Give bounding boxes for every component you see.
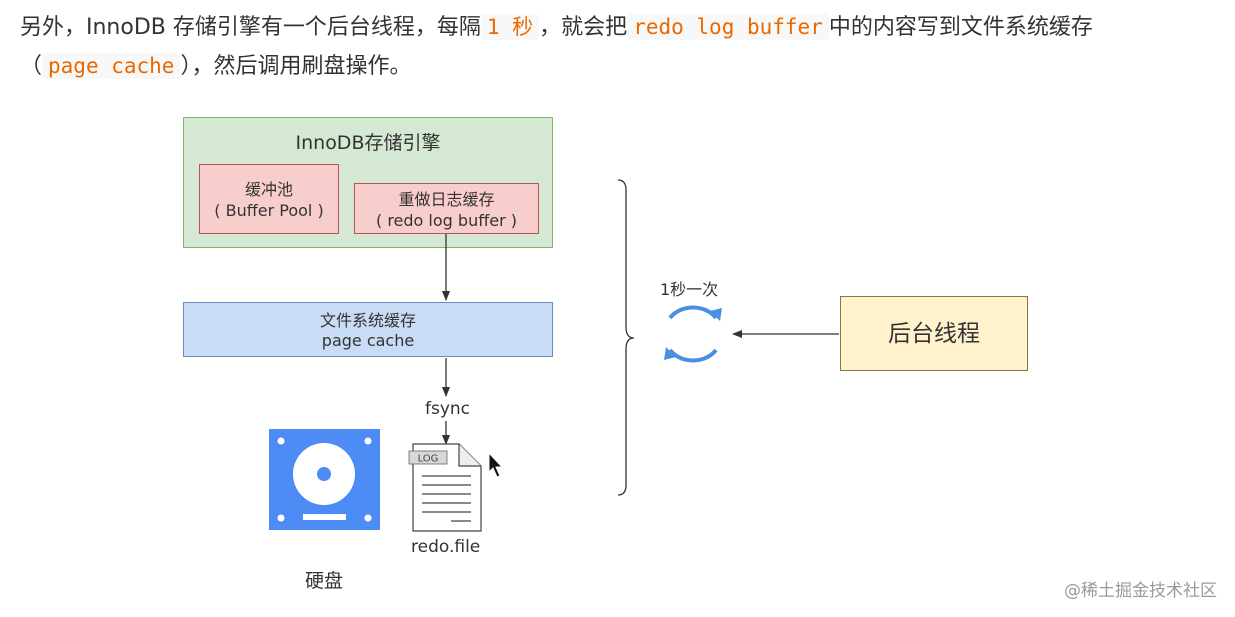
code-interval: 1 秒 <box>480 14 540 40</box>
intro-text-3: 中的内容写到文件系统缓存 <box>828 15 1093 40</box>
redo-file-label: redo.file <box>411 537 481 557</box>
background-thread-label: 后台线程 <box>888 321 980 347</box>
intro-text-1: 另外，InnoDB 存储引擎有一个后台线程，每隔 <box>20 15 481 40</box>
intro-text-4: （ <box>20 54 43 79</box>
buffer-pool-box: 缓冲池 ( Buffer Pool ) <box>199 164 339 234</box>
cycle-icon <box>664 305 722 363</box>
redo-log-buffer-sublabel: ( redo log buffer ) <box>376 211 517 230</box>
curly-brace <box>617 179 635 496</box>
code-page-cache: page cache <box>42 53 181 79</box>
mouse-cursor-icon <box>488 451 504 478</box>
fsync-label: fsync <box>425 399 471 419</box>
page-cache-sublabel: page cache <box>321 331 415 350</box>
page-cache-box: 文件系统缓存 page cache <box>183 302 553 357</box>
redo-log-buffer-label: 重做日志缓存 <box>398 190 495 209</box>
disk-label: 硬盘 <box>305 570 344 592</box>
page-cache-label: 文件系统缓存 <box>319 311 416 330</box>
buffer-pool-label: 缓冲池 <box>244 180 293 199</box>
code-redo-log-buffer: redo log buffer <box>627 14 829 40</box>
engine-title: InnoDB存储引擎 <box>295 132 441 154</box>
intro-text-5: ），然后调用刷盘操作。 <box>180 54 412 79</box>
log-file-icon: LOG <box>408 443 482 532</box>
log-file-tag: LOG <box>418 454 439 465</box>
interval-label: 1秒一次 <box>660 280 719 299</box>
watermark: @稀土掘金技术社区 <box>1064 581 1217 601</box>
redo-log-buffer-box: 重做日志缓存 ( redo log buffer ) <box>354 183 539 234</box>
background-thread-box: 后台线程 <box>840 296 1028 371</box>
intro-text-2: ，就会把 <box>539 15 628 40</box>
buffer-pool-sublabel: ( Buffer Pool ) <box>214 201 324 220</box>
hard-disk-icon <box>269 429 380 530</box>
